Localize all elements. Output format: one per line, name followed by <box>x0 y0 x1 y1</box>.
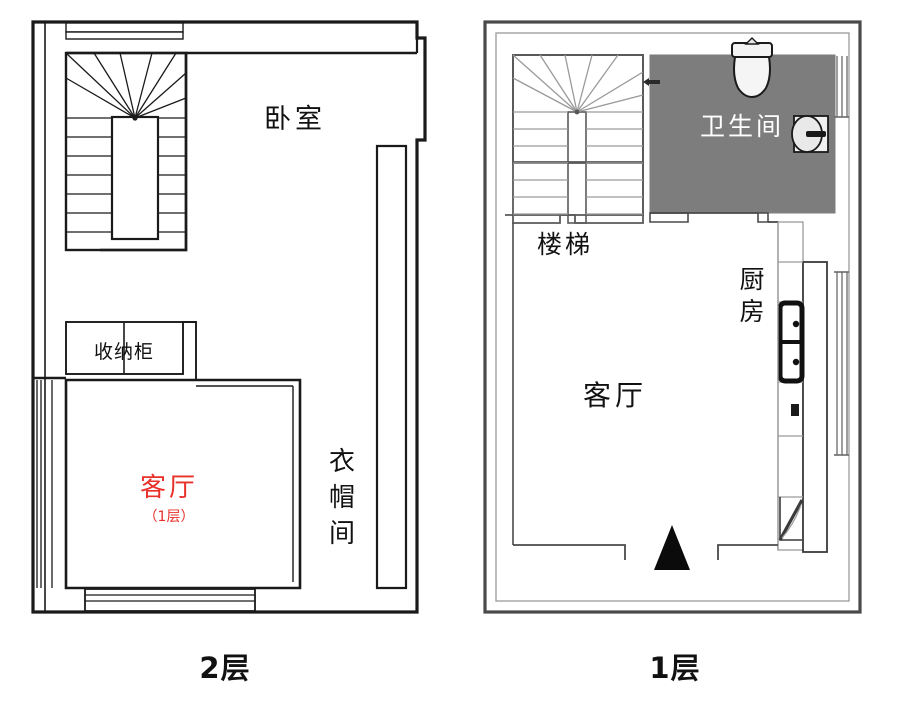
staircase-1f <box>505 54 644 224</box>
window-left-2f <box>33 376 66 588</box>
bedroom-partition-2f <box>186 38 419 55</box>
label-bathroom-1f: 卫生间 <box>700 112 784 141</box>
label-storage-cabinet-2f: 收纳柜 <box>94 341 154 363</box>
label-cloakroom-2f: 衣 帽 间 <box>329 447 355 549</box>
window-bottom-2f <box>84 588 256 612</box>
bathroom-1f: 卫生间 <box>643 37 836 223</box>
living-void-2f <box>64 378 302 590</box>
staircase-2f <box>64 22 188 252</box>
floor-1-drawing: 卫生间 <box>483 20 862 614</box>
label-bedroom-2f: 卧室 <box>264 104 326 135</box>
label-kitchen-char-0: 厨 <box>739 265 764 294</box>
floor-plan-2f: 卧室 收纳柜 客厅 （1层） 衣 帽 间 2层 <box>31 20 427 685</box>
caption-floor-1: 1层 <box>649 651 701 685</box>
sink-icon <box>791 115 829 153</box>
entrance-arrow-icon <box>654 525 690 570</box>
label-living-2f: 客厅 <box>140 473 198 503</box>
kitchen-1f: 厨 房 <box>739 221 828 553</box>
label-cloakroom-char-2: 间 <box>329 519 355 549</box>
label-cloakroom-char-0: 衣 <box>329 447 355 477</box>
kitchen-door-swing <box>778 497 804 541</box>
toilet-icon <box>731 37 773 99</box>
window-right-lower-1f <box>834 271 849 456</box>
floor-2-drawing: 卧室 收纳柜 客厅 （1层） 衣 帽 间 <box>31 20 427 614</box>
caption-floor-2: 2层 <box>199 651 251 685</box>
floor-plan-1f: 卫生间 <box>450 0 900 710</box>
kitchen-appliance-icon <box>791 404 799 416</box>
label-stairs-1f: 楼梯 <box>537 230 593 259</box>
label-living-sub-2f: （1层） <box>144 509 195 525</box>
living-bottom-wall-1f <box>512 223 778 560</box>
storage-cabinet-2f <box>65 321 197 380</box>
label-cloakroom-char-1: 帽 <box>329 483 355 513</box>
label-living-1f: 客厅 <box>583 379 647 412</box>
kitchen-sink-icon <box>777 300 805 384</box>
label-kitchen-char-1: 房 <box>739 297 764 326</box>
window-right-upper-1f <box>834 56 849 118</box>
bathroom-door-icon <box>643 78 660 86</box>
cloakroom-wall-2f <box>375 144 408 590</box>
